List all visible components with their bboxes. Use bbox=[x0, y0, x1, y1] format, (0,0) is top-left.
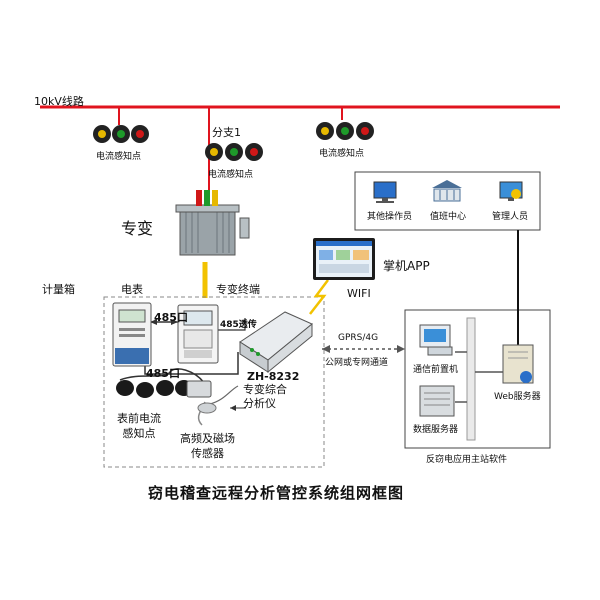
front-sensor-label: 表前电流 感知点 bbox=[117, 412, 161, 440]
port-top-label: 485口 bbox=[154, 311, 188, 324]
device-name-label: 专变综合 分析仪 bbox=[243, 383, 287, 410]
app-label: 掌机APP bbox=[383, 259, 430, 273]
master-bus bbox=[466, 317, 476, 441]
analyzer-device-icon bbox=[239, 311, 313, 374]
front-server-label: 通信前置机 bbox=[413, 365, 459, 375]
hf-sensor-label: 高频及磁场 传感器 bbox=[180, 432, 235, 460]
sensor-label-middle: 电流感知点 bbox=[208, 170, 254, 180]
passthrough-label: 485透传 bbox=[220, 320, 257, 330]
sensor-label-right: 电流感知点 bbox=[319, 149, 365, 159]
web-server-label: Web服务器 bbox=[494, 392, 541, 402]
transformer-label: 专变 bbox=[121, 219, 154, 238]
wifi-bolt bbox=[309, 279, 329, 315]
diagram-title: 窃电稽查远程分析管控系统组网框图 bbox=[148, 484, 405, 502]
transformer-icon bbox=[175, 190, 250, 256]
terminal-label: 专变终端 bbox=[216, 283, 260, 296]
db-server-label: 数据服务器 bbox=[413, 425, 459, 435]
sensor-label-left: 电流感知点 bbox=[96, 152, 142, 162]
db-server-icon bbox=[419, 385, 455, 417]
branch-label: 分支1 bbox=[212, 126, 241, 139]
sensor-group-right bbox=[316, 122, 374, 140]
metering-box-label: 计量箱 bbox=[42, 283, 75, 296]
meter-label: 电表 bbox=[121, 283, 143, 296]
operator-label-1: 值班中心 bbox=[430, 212, 467, 222]
sensor-group-left bbox=[93, 125, 149, 143]
hf-sensor-icon bbox=[186, 380, 217, 426]
terminal-device-icon bbox=[177, 304, 219, 364]
metering-dashed-box bbox=[103, 296, 325, 468]
gprs-label: GPRS/4G bbox=[338, 333, 379, 343]
front-server-icon bbox=[419, 324, 453, 356]
operator-label-0: 其他操作员 bbox=[367, 212, 413, 222]
manager-icon bbox=[499, 181, 523, 201]
operator-label-2: 管理人员 bbox=[492, 212, 529, 222]
computer-icon bbox=[373, 181, 397, 203]
device-model-label: ZH-8232 bbox=[247, 370, 300, 383]
wifi-label: WIFI bbox=[347, 287, 371, 300]
sensor-group-middle bbox=[205, 143, 263, 161]
line-label: 10kV线路 bbox=[34, 95, 84, 108]
software-label: 反窃电应用主站软件 bbox=[426, 455, 508, 465]
port-bottom-label: 485口 bbox=[146, 367, 180, 380]
front-clamp-sensors bbox=[116, 380, 193, 398]
tablet-icon bbox=[313, 238, 375, 280]
meter-device-icon bbox=[112, 302, 152, 367]
web-server-icon bbox=[502, 344, 534, 384]
network-label: 公网或专网通道 bbox=[325, 358, 389, 368]
building-icon bbox=[432, 180, 462, 202]
